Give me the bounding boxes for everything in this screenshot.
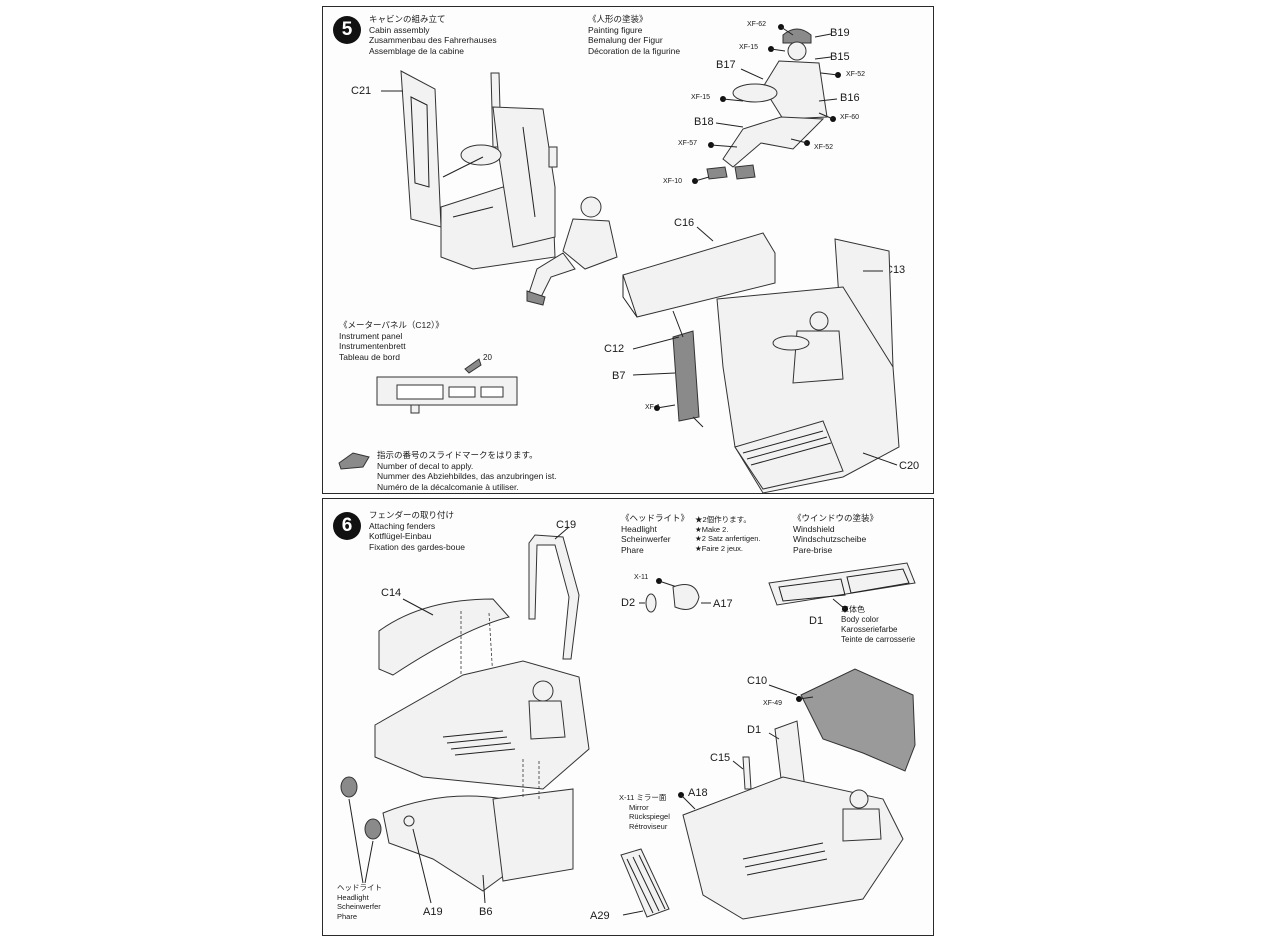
make-two-note: ★2個作ります。 ★Make 2. ★2 Satz anfertigen. ★F… xyxy=(695,515,761,553)
part-label-a18: A18 xyxy=(688,787,708,799)
step-6-panel: 6 フェンダーの取り付け Attaching fenders Kotflügel… xyxy=(322,498,934,936)
seated-driver-figure xyxy=(526,196,618,306)
decal-number: 20 xyxy=(483,353,492,362)
part-label-b18: B18 xyxy=(694,116,714,128)
part-label-c14: C14 xyxy=(381,587,402,599)
step-number: 6 xyxy=(333,512,361,540)
part-label-c10: C10 xyxy=(747,675,768,687)
instruction-sheet: 5 キャビンの組み立て Cabin assembly Zusammenbau d… xyxy=(322,6,934,938)
headlight-label: ヘッドライト Headlight Scheinwerfer Phare xyxy=(337,883,382,921)
painting-figure-heading: 《人形の塗装》 Painting figure Bemalung der Fig… xyxy=(588,14,681,56)
cabin-assembly-drawing xyxy=(622,232,900,494)
paint-xf62: XF-62 xyxy=(747,21,767,28)
paint-xf52: XF-52 xyxy=(846,71,866,78)
decal-mark-icon xyxy=(338,452,370,470)
part-label-a17: A17 xyxy=(713,598,733,610)
part-label-b7: B7 xyxy=(612,370,626,382)
part-label-b17: B17 xyxy=(716,59,736,71)
paint-xf10: XF-10 xyxy=(663,178,683,185)
paint-x11: X-11 xyxy=(634,574,649,581)
body-color-note: 車体色 Body color Karosseriefarbe Teinte de… xyxy=(841,605,916,644)
step-title: キャビンの組み立て Cabin assembly Zusammenbau des… xyxy=(369,14,497,56)
step-6-drawings xyxy=(340,526,916,920)
step-number: 5 xyxy=(333,16,361,44)
painted-figure xyxy=(706,28,828,180)
part-label-c12: C12 xyxy=(604,343,625,355)
part-label-b6: B6 xyxy=(479,906,493,918)
part-label-b19: B19 xyxy=(830,27,850,39)
part-label-b15: B15 xyxy=(830,51,850,63)
part-label-d1b: D1 xyxy=(747,724,762,736)
step-title: フェンダーの取り付け Attaching fenders Kotflügel-E… xyxy=(369,510,465,552)
windshield-drawing xyxy=(768,562,916,612)
cabin-top-assembly-drawing xyxy=(620,668,916,920)
fender-assembly-drawing xyxy=(340,526,590,904)
paint-leader-dots xyxy=(692,24,841,184)
part-label-b16: B16 xyxy=(840,92,860,104)
instrument-panel-drawing xyxy=(376,358,518,414)
part-label-d1: D1 xyxy=(809,615,824,627)
paint-xf15b: XF-15 xyxy=(691,94,711,101)
mirror-note: X-11 ミラー面 Mirror Rückspiegel Rétroviseur xyxy=(619,793,670,831)
decal-note: 指示の番号のスライドマークをはります。 Number of decal to a… xyxy=(377,450,557,492)
part-label-a19: A19 xyxy=(423,906,443,918)
paint-xf52b: XF-52 xyxy=(814,144,834,151)
headlight-parts-drawing xyxy=(639,578,711,613)
paint-xf1: XF-1 xyxy=(645,404,661,411)
part-label-c20: C20 xyxy=(899,460,920,472)
paint-xf15: XF-15 xyxy=(739,44,759,51)
paint-xf57: XF-57 xyxy=(678,140,698,147)
part-label-c19: C19 xyxy=(556,519,577,531)
part-label-c21: C21 xyxy=(351,85,372,97)
step-5-panel: 5 キャビンの組み立て Cabin assembly Zusammenbau d… xyxy=(322,6,934,494)
paint-xf60: XF-60 xyxy=(840,114,860,121)
part-label-c15: C15 xyxy=(710,752,731,764)
part-label-d2: D2 xyxy=(621,597,636,609)
headlight-heading: 《ヘッドライト》 Headlight Scheinwerfer Phare xyxy=(621,513,690,555)
instrument-panel-heading: 《メーターパネル（C12）》 Instrument panel Instrume… xyxy=(339,320,444,362)
windshield-heading: 《ウインドウの塗装》 Windshield Windschutzscheibe … xyxy=(793,513,879,555)
paint-xf49: XF-49 xyxy=(763,700,783,707)
part-label-c16: C16 xyxy=(674,217,695,229)
part-label-a29: A29 xyxy=(590,910,610,922)
cabin-frame-drawing xyxy=(400,70,558,270)
step-5-drawings xyxy=(338,24,900,494)
